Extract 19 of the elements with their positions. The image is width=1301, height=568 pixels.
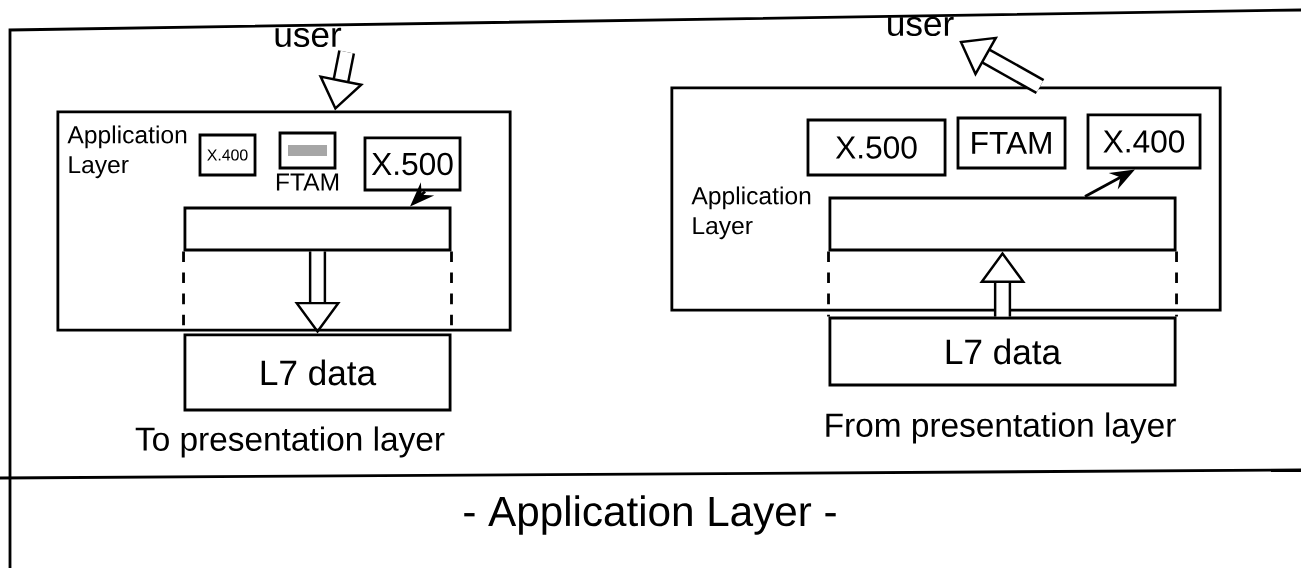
user-label: user: [275, 27, 342, 48]
module-box: X.500: [363, 136, 462, 192]
buffer-bar: [183, 206, 452, 252]
module-box: FTAM: [276, 131, 339, 191]
node-label: FTAM: [276, 173, 339, 191]
node-label: From presentation layer: [826, 412, 1176, 444]
hollow-arrow: [959, 36, 1045, 94]
data-box: L7 data To presentation layer: [135, 333, 452, 458]
caption: - Application Layer -: [464, 495, 836, 535]
module-box: X.500: [806, 118, 947, 177]
module-box: FTAM: [956, 116, 1067, 170]
user-label: user: [888, 16, 954, 37]
dashed-line: [1175, 251, 1178, 317]
dashed-line: [827, 251, 830, 317]
node-label: To presentation layer: [135, 426, 445, 458]
buffer-bar: [828, 196, 1177, 252]
data-box: L7 data From presentation layer: [826, 316, 1177, 444]
module-box: X.400: [1086, 113, 1202, 170]
module-box: X.400: [198, 133, 257, 177]
